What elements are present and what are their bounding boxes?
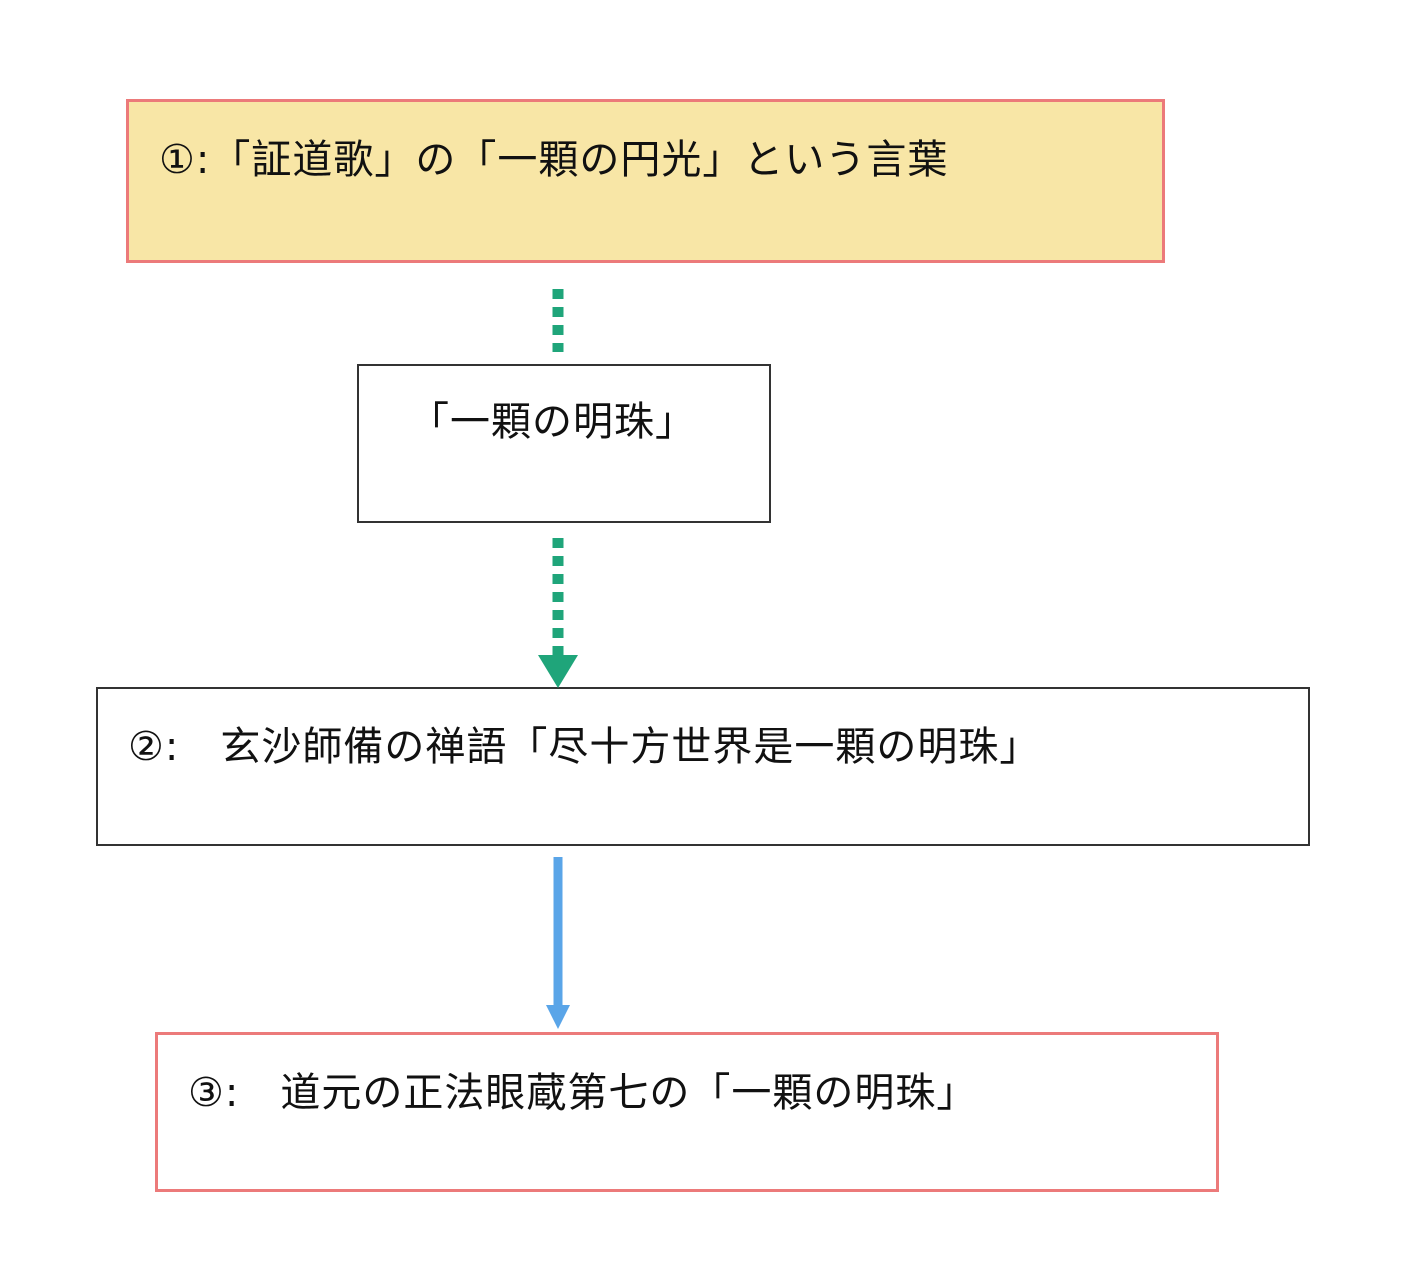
box-step2-label: ②: 玄沙師備の禅語「尽十方世界是一顆の明珠」	[128, 724, 1041, 770]
box-step1-label: ①:「証道歌」の「一顆の円光」という言葉	[159, 137, 949, 183]
box-ikka-label: 「一顆の明珠」	[409, 399, 696, 445]
box-step3-dogen: ③: 道元の正法眼蔵第七の「一顆の明珠」	[155, 1032, 1219, 1192]
solid-arrowhead	[546, 1005, 570, 1029]
box-step2-gensha: ②: 玄沙師備の禅語「尽十方世界是一顆の明珠」	[96, 687, 1310, 846]
dotted-arrowhead	[538, 655, 578, 688]
box-step3-label: ③: 道元の正法眼蔵第七の「一顆の明珠」	[188, 1070, 978, 1116]
box-ikka-no-myoju: 「一顆の明珠」	[357, 364, 771, 523]
box-step1-shodoka: ①:「証道歌」の「一顆の円光」という言葉	[126, 99, 1165, 263]
